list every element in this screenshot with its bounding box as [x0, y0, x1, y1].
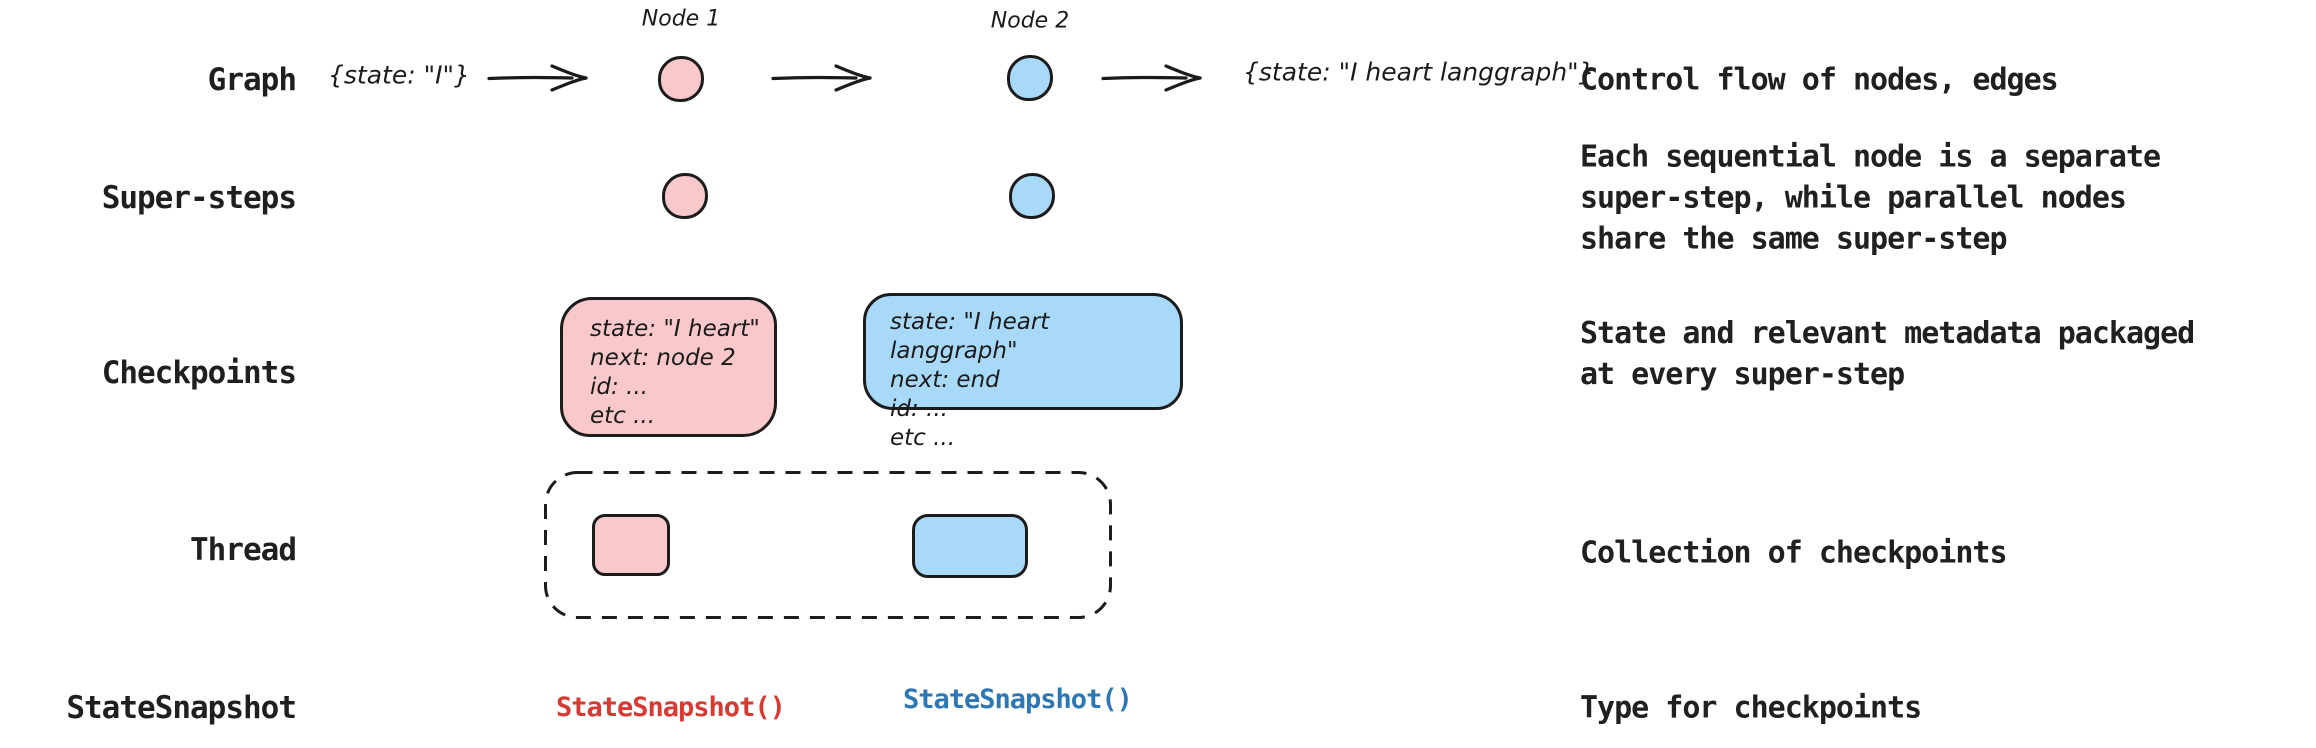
graph-input-state: {state: "I"} — [328, 60, 470, 90]
desc-super-steps: Each sequential node is a separate super… — [1580, 139, 2161, 257]
graph-output-state: {state: "I heart langgraph"} — [1243, 57, 1595, 87]
statesnapshot1-code: StateSnapshot() — [556, 692, 786, 723]
thread-dashed-outline — [544, 471, 1112, 619]
checkpoint2-text: state: "I heart langgraph" next: end id:… — [890, 309, 1050, 451]
row-label-statesnapshot: StateSnapshot — [66, 690, 297, 726]
desc-checkpoints: State and relevant metadata packaged at … — [1580, 316, 2195, 392]
arrow-right-icon — [487, 64, 588, 92]
arrow-right-icon — [771, 64, 872, 92]
checkpoint2-card: state: "I heart langgraph" next: end id:… — [863, 293, 1183, 451]
desc-thread: Collection of checkpoints — [1580, 535, 2008, 571]
arrow-right-icon — [1101, 64, 1202, 92]
desc-statesnapshot: Type for checkpoints — [1580, 690, 1922, 726]
row-label-thread: Thread — [190, 532, 297, 568]
node1-circle — [658, 56, 704, 102]
row-label-super-steps: Super-steps — [101, 180, 297, 216]
node2-circle — [1007, 55, 1053, 101]
row-label-checkpoints: Checkpoints — [101, 355, 297, 391]
row-label-graph: Graph — [207, 62, 297, 98]
thread-checkpoint1-chip — [592, 514, 670, 576]
desc-graph: Control flow of nodes, edges — [1580, 62, 2059, 98]
checkpoint1-text: state: "I heart" next: node 2 id: ... et… — [590, 316, 760, 429]
node1-label: Node 1 — [641, 6, 721, 32]
checkpoint1-card: state: "I heart" next: node 2 id: ... et… — [560, 297, 777, 437]
thread-checkpoint2-chip — [912, 514, 1028, 578]
node2-label: Node 2 — [990, 8, 1070, 34]
super-step1-circle — [662, 173, 708, 219]
super-step2-circle — [1009, 173, 1055, 219]
statesnapshot2-code: StateSnapshot() — [903, 684, 1133, 715]
